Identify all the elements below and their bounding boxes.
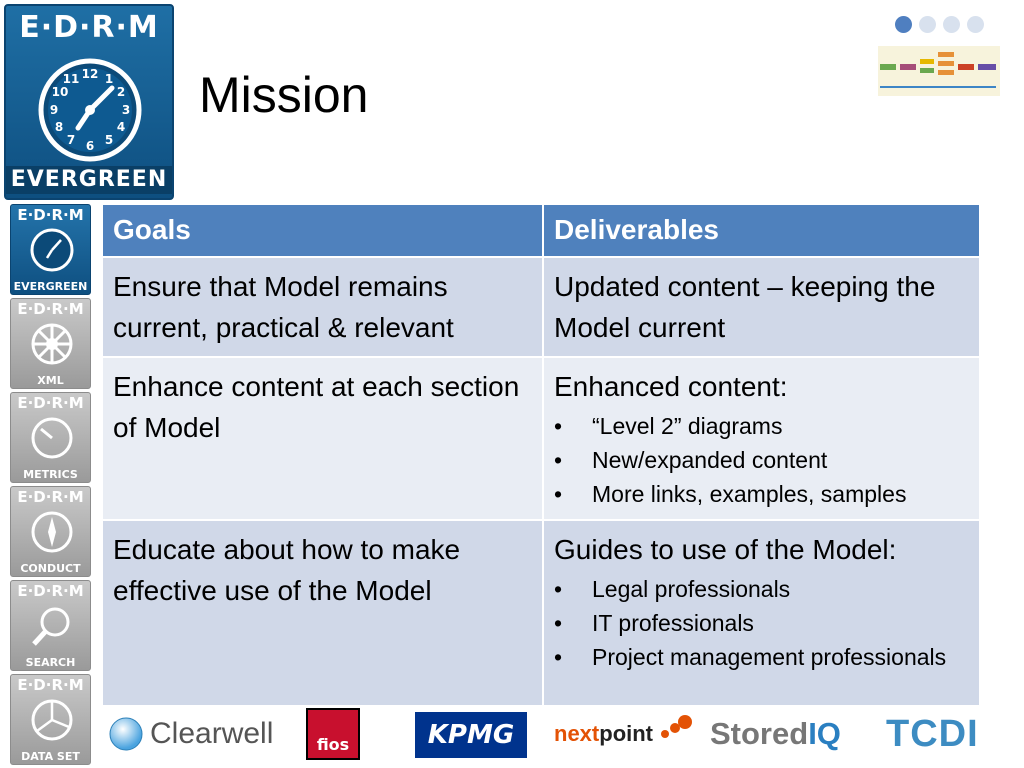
- svg-text:12: 12: [82, 67, 99, 81]
- svg-text:6: 6: [86, 139, 94, 153]
- wheel-icon: [31, 323, 73, 365]
- list-item: IT professionals: [554, 606, 969, 640]
- list-item: Project management professionals: [554, 640, 969, 674]
- deliverable-cell: Enhanced content: “Level 2” diagrams New…: [543, 357, 981, 521]
- svg-text:9: 9: [50, 103, 58, 117]
- page-title: Mission: [199, 67, 369, 123]
- edrm-diagram-thumbnail: [878, 46, 1000, 96]
- bullet-list: Legal professionals IT professionals Pro…: [554, 572, 969, 674]
- svg-text:7: 7: [67, 133, 75, 147]
- kpmg-logo: KPMG: [415, 712, 527, 758]
- progress-dot-2: [919, 16, 936, 33]
- fios-logo: fios: [306, 708, 360, 760]
- svg-text:11: 11: [63, 72, 80, 86]
- slide-progress-dots: [895, 16, 984, 33]
- compass-icon: [31, 511, 73, 553]
- svg-text:3: 3: [122, 103, 130, 117]
- goal-cell: Ensure that Model remains current, pract…: [103, 257, 544, 358]
- list-item: “Level 2” diagrams: [554, 409, 969, 443]
- goal-cell: Enhance content at each section of Model: [103, 357, 544, 521]
- svg-text:4: 4: [117, 120, 125, 134]
- svg-text:1: 1: [105, 72, 113, 86]
- goal-cell: Educate about how to make effective use …: [103, 520, 544, 707]
- bullet-list: “Level 2” diagrams New/expanded content …: [554, 409, 969, 511]
- header-deliverables: Deliverables: [543, 205, 981, 258]
- side-logo-metrics: E·D·R·M METRICS: [10, 392, 91, 483]
- table-row: Enhance content at each section of Model…: [103, 357, 981, 521]
- table-row: Ensure that Model remains current, pract…: [103, 257, 981, 358]
- side-logo-evergreen: E·D·R·M EVERGREEN: [10, 204, 91, 295]
- progress-dot-4: [967, 16, 984, 33]
- pie-icon: [31, 699, 73, 741]
- gauge-icon: [31, 417, 73, 459]
- table-row: Educate about how to make effective use …: [103, 520, 981, 707]
- list-item: New/expanded content: [554, 443, 969, 477]
- clock-icon: [30, 228, 74, 272]
- svg-text:10: 10: [52, 85, 69, 99]
- progress-dot-1: [895, 16, 912, 33]
- side-logo-xml: E·D·R·M XML: [10, 298, 91, 389]
- tcdi-logo: TCDI: [886, 712, 979, 755]
- list-item: More links, examples, samples: [554, 477, 969, 511]
- side-logo-data-set: E·D·R·M DATA SET: [10, 674, 91, 765]
- logo-evergreen-text: EVERGREEN: [6, 166, 172, 194]
- list-item: Legal professionals: [554, 572, 969, 606]
- side-logo-column: E·D·R·M EVERGREEN E·D·R·M XML E·D·R·M ME…: [10, 204, 91, 768]
- mission-table: Goals Deliverables Ensure that Model rem…: [103, 205, 981, 707]
- deliverable-cell: Guides to use of the Model: Legal profes…: [543, 520, 981, 707]
- sphere-icon: [109, 717, 143, 751]
- table-header-row: Goals Deliverables: [103, 205, 981, 258]
- svg-text:5: 5: [105, 133, 113, 147]
- dots-icon: [661, 715, 693, 738]
- magnifier-icon: [32, 607, 70, 646]
- deliverable-cell: Updated content – keeping the Model curr…: [543, 257, 981, 358]
- header-goals: Goals: [103, 205, 544, 258]
- side-logo-search: E·D·R·M SEARCH: [10, 580, 91, 671]
- svg-text:2: 2: [117, 85, 125, 99]
- side-logo-conduct: E·D·R·M CONDUCT: [10, 486, 91, 577]
- clearwell-logo: Clearwell: [108, 704, 273, 764]
- logo-edrm-text: E·D·R·M: [19, 10, 159, 45]
- svg-text:8: 8: [55, 120, 63, 134]
- progress-dot-3: [943, 16, 960, 33]
